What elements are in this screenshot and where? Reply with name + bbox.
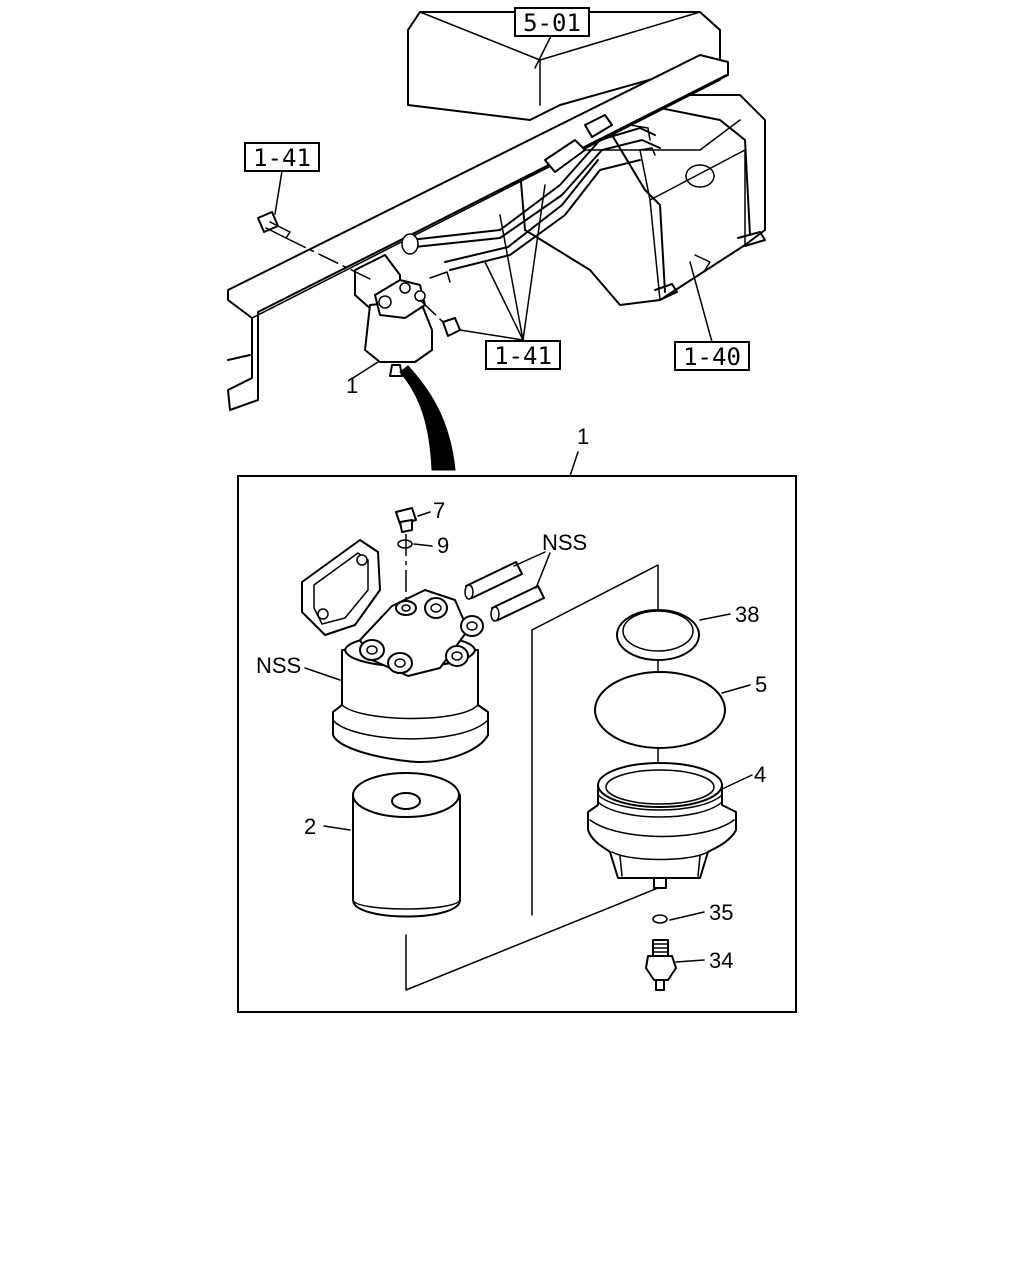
o-ring: 35 <box>652 900 733 925</box>
alignment-line <box>419 299 444 323</box>
bowl: 4 <box>587 762 766 889</box>
callout-o-ring: 35 <box>709 900 733 925</box>
seal-ring: 38 <box>616 602 759 661</box>
filter-head: NSS <box>256 539 489 763</box>
callout-drain-valve: 34 <box>709 948 733 973</box>
filter-element: 2 <box>304 772 461 918</box>
ref-label-frame: 5-01 <box>523 9 581 37</box>
ref-label-tank: 1-40 <box>683 343 741 371</box>
drain-valve: 34 <box>645 939 733 991</box>
fuel-lines <box>401 114 661 271</box>
callout-bowl: 4 <box>754 762 766 787</box>
plug: 7 <box>395 498 445 533</box>
gasket: 5 <box>594 671 767 749</box>
callout-hose-fittings: NSS <box>542 530 587 555</box>
callout-filter-head: NSS <box>256 653 301 678</box>
detail-panel: 1 7 9 NSS <box>237 424 797 1013</box>
ref-box-fuel-lines: 1-41 <box>485 340 561 370</box>
callout-gasket: 5 <box>755 672 767 697</box>
alignment-line <box>285 237 373 281</box>
callout-seal-ring: 38 <box>735 602 759 627</box>
filter-assembly-installed <box>354 254 461 377</box>
ref-label-fuel-lines: 1-41 <box>494 342 552 370</box>
ref-box-bolt: 1-41 <box>244 142 320 172</box>
callout-element: 2 <box>304 814 316 839</box>
callout-assembly-overview: 1 <box>346 373 358 398</box>
plug-washer: 9 <box>397 533 449 558</box>
mounting-bolt <box>257 211 291 239</box>
detail-indicator-arrow <box>399 365 456 471</box>
callout-plug: 7 <box>433 498 445 523</box>
overview-leaders <box>274 33 713 379</box>
callout-plug-washer: 9 <box>437 533 449 558</box>
ref-box-frame: 5-01 <box>514 7 590 37</box>
hose-fittings: NSS <box>464 530 587 622</box>
frame-rail <box>227 11 729 411</box>
callout-assembly-detail: 1 <box>577 424 589 449</box>
ref-box-tank: 1-40 <box>674 341 750 371</box>
ref-label-bolt: 1-41 <box>253 144 311 172</box>
detail-frame <box>237 475 797 1013</box>
overview-illustration <box>227 11 766 471</box>
